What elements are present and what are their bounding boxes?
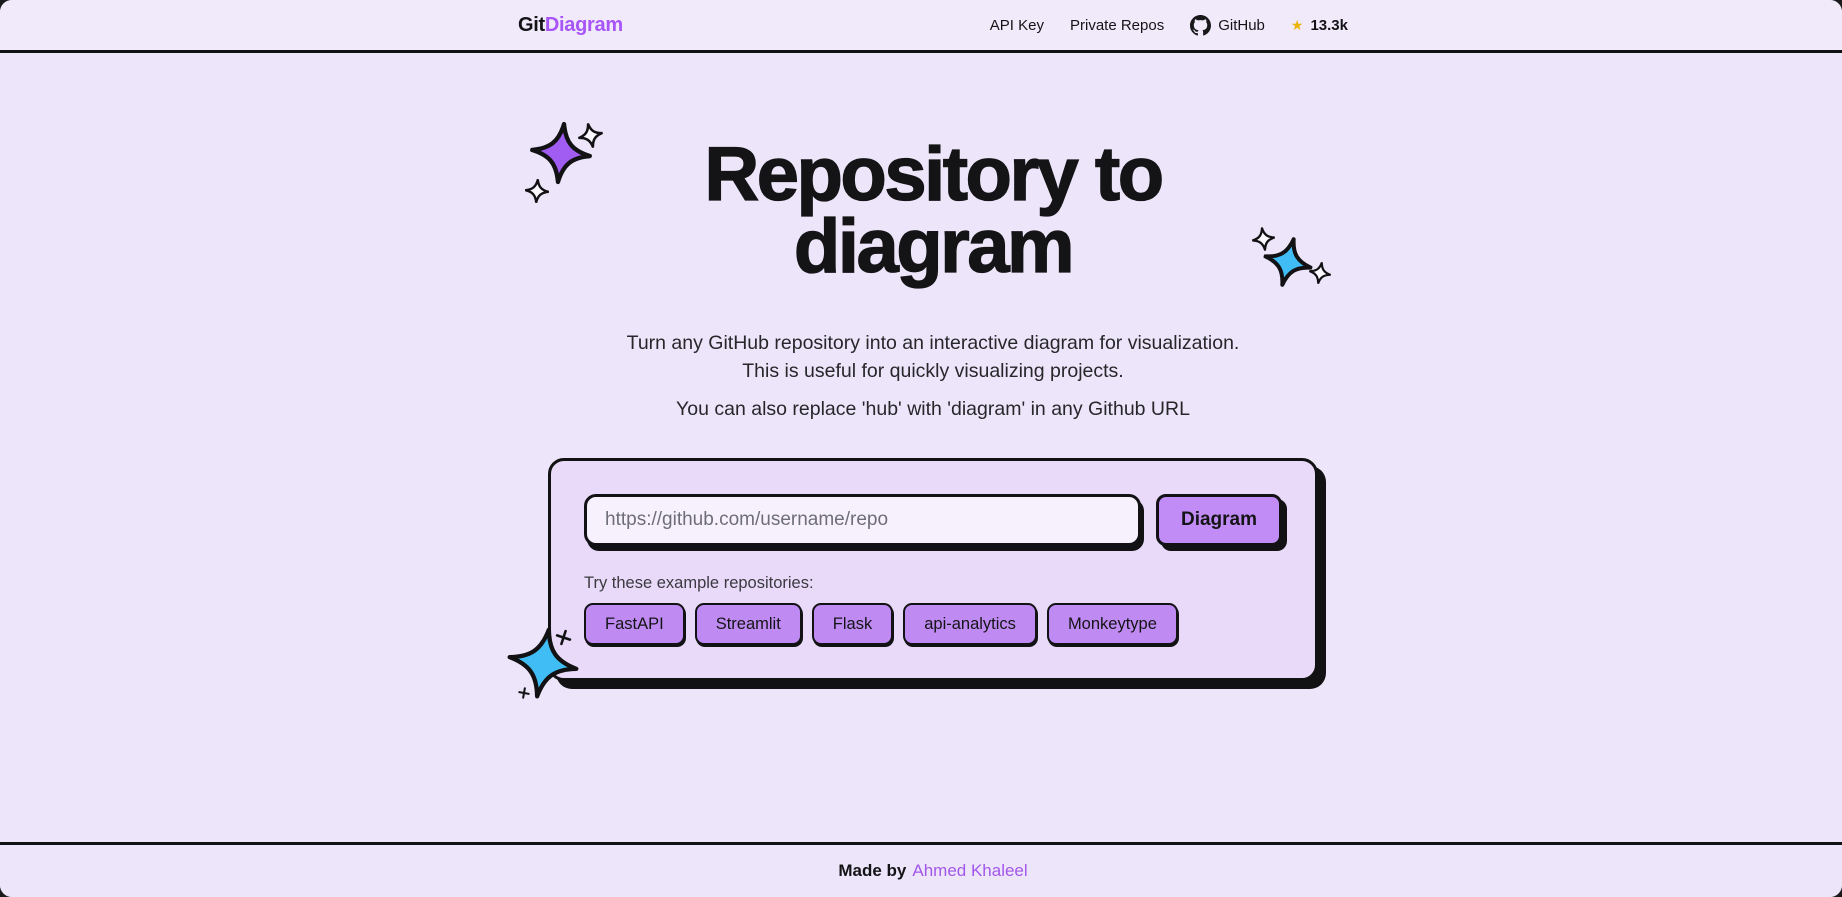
tagline-hint: You can also replace 'hub' with 'diagram… bbox=[676, 398, 1190, 421]
tagline: Turn any GitHub repository into an inter… bbox=[626, 332, 1240, 383]
examples-label: Try these example repositories: bbox=[584, 574, 814, 593]
github-stars[interactable]: ★ 13.3k bbox=[1291, 17, 1348, 34]
header-nav: API Key Private Repos GitHub ★ 13.3k bbox=[989, 14, 1348, 36]
nav-github-link[interactable]: GitHub bbox=[1190, 14, 1265, 36]
logo-diagram-text: Diagram bbox=[544, 13, 623, 36]
logo-gitdiagram[interactable]: GitDiagram bbox=[518, 14, 623, 37]
author-link[interactable]: Ahmed Khaleel bbox=[912, 861, 1028, 880]
nav-api-key[interactable]: API Key bbox=[989, 16, 1044, 34]
nav-private-repos[interactable]: Private Repos bbox=[1069, 16, 1165, 34]
star-icon: ★ bbox=[1290, 17, 1304, 33]
github-icon bbox=[1190, 14, 1212, 36]
example-repo-streamlit[interactable]: Streamlit bbox=[694, 603, 802, 646]
example-repo-fastapi[interactable]: FastAPI bbox=[584, 603, 685, 646]
example-repo-api-analytics[interactable]: api-analytics bbox=[903, 603, 1037, 646]
example-repo-monkeytype[interactable]: Monkeytype bbox=[1046, 603, 1178, 646]
footer: Made by Ahmed Khaleel bbox=[0, 842, 1842, 897]
example-repo-flask[interactable]: Flask bbox=[811, 603, 894, 646]
github-label: GitHub bbox=[1218, 16, 1265, 34]
header: GitDiagram API Key Private Repos GitHub … bbox=[0, 0, 1842, 53]
plus-icon bbox=[518, 687, 530, 699]
diagram-button[interactable]: Diagram bbox=[1156, 494, 1282, 547]
repo-form-card: Diagram Try these example repositories: … bbox=[548, 458, 1318, 682]
repo-url-input[interactable] bbox=[584, 494, 1141, 547]
example-repos: FastAPI Streamlit Flask api-analytics Mo… bbox=[584, 603, 1282, 646]
made-by-label: Made by bbox=[838, 861, 907, 880]
star-count: 13.3k bbox=[1310, 16, 1348, 34]
logo-git-text: Git bbox=[518, 13, 545, 36]
